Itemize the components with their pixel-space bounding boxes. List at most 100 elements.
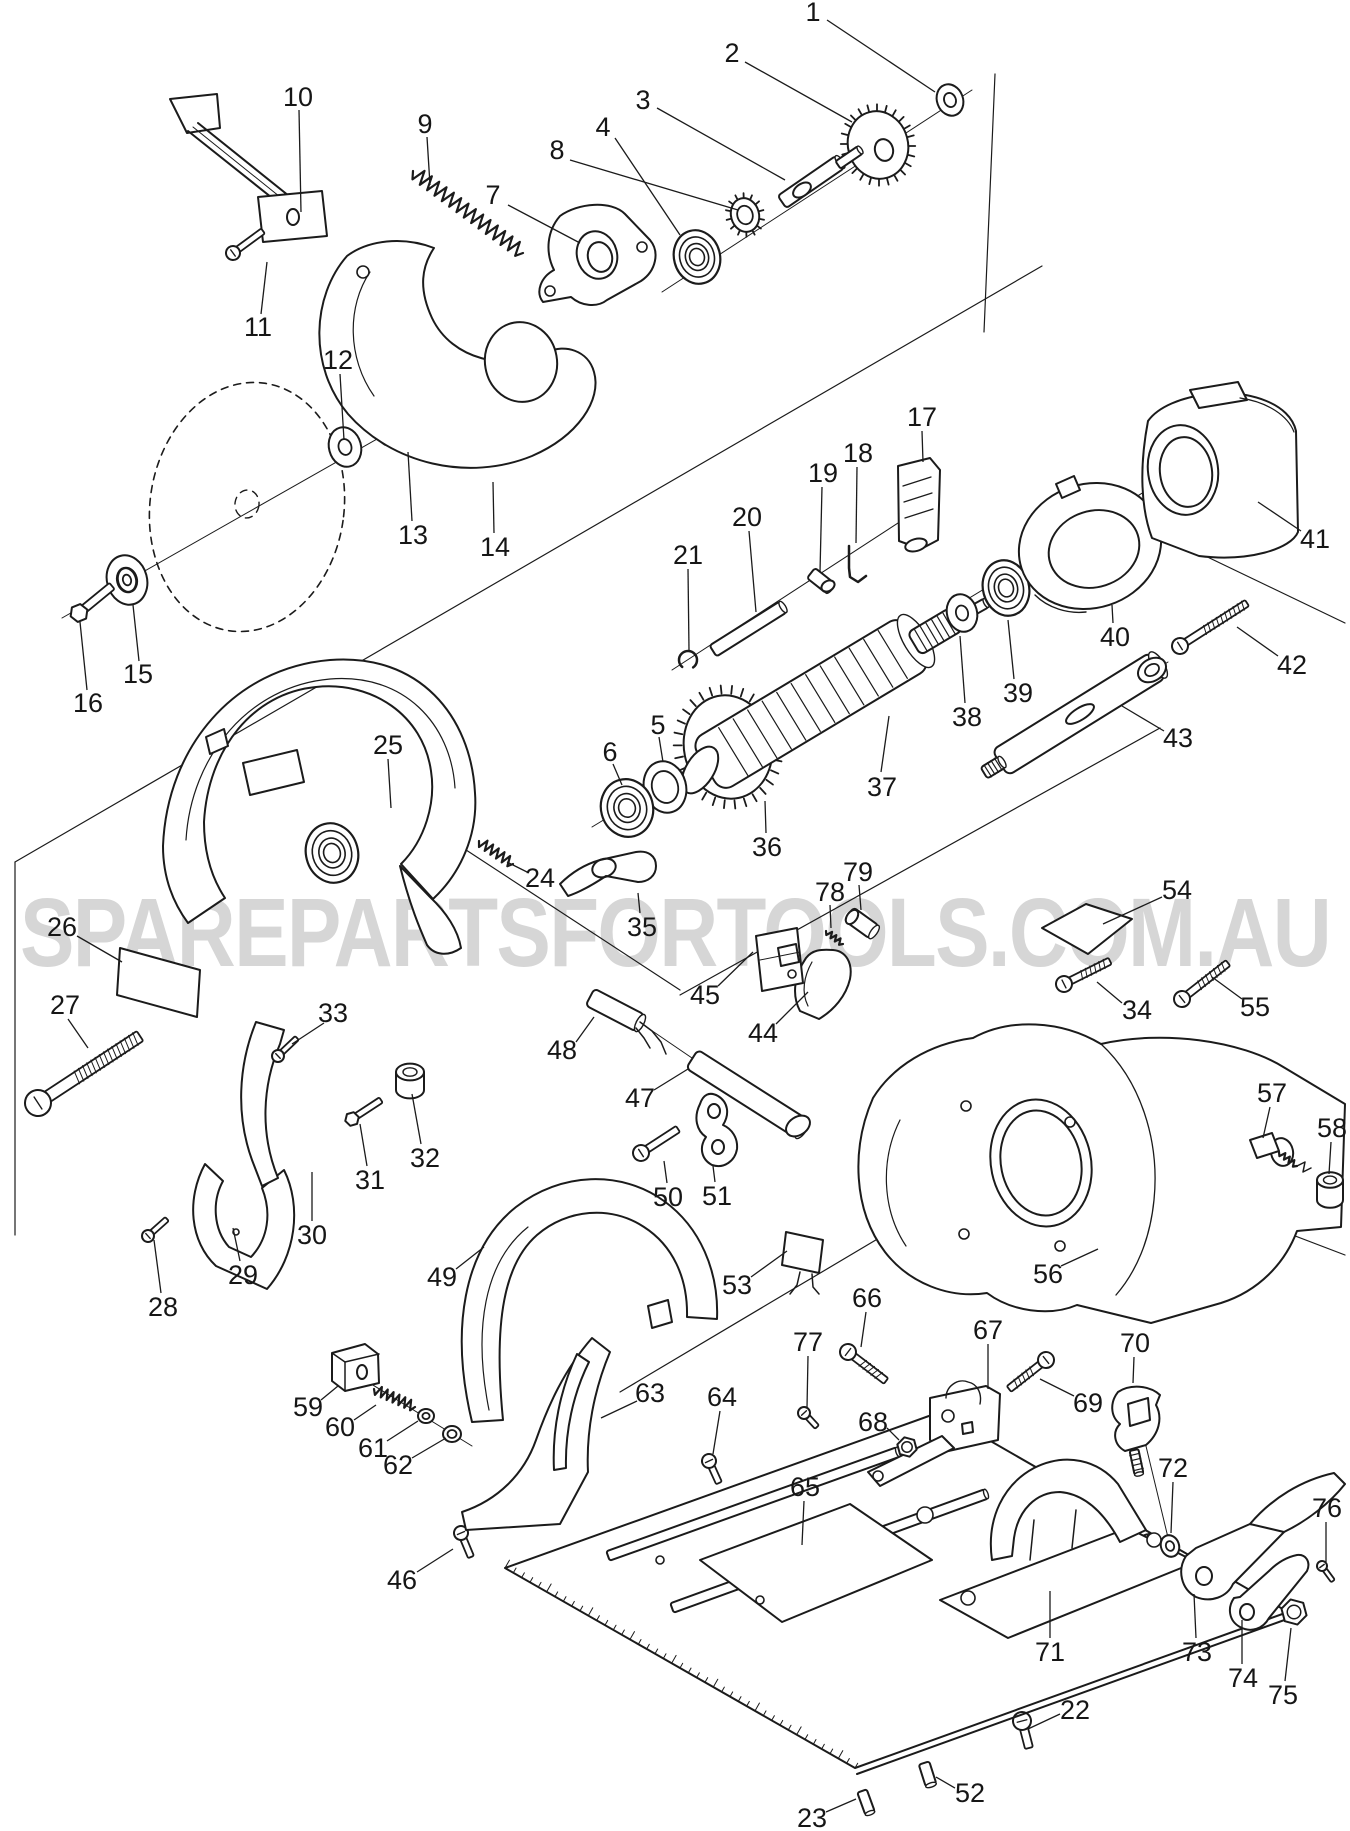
screw-34-slot	[1061, 979, 1067, 989]
base-plate-65-ruler-tick	[562, 1596, 567, 1602]
part-label-39: 39	[1003, 678, 1033, 708]
bearing-box-7-bore	[575, 230, 619, 280]
gear-2-hub	[873, 138, 895, 162]
part-label-29: 29	[228, 1260, 258, 1290]
gear-2-teeth-tooth	[876, 103, 878, 112]
base-plate-65-ruler-tick	[646, 1643, 650, 1650]
rip-fence-10-flag	[169, 93, 221, 134]
leader-line-58	[1328, 1141, 1332, 1175]
gear-36-teeth-tooth	[723, 799, 726, 810]
leader-line-63	[600, 1400, 638, 1419]
gear-36-teeth-tooth	[739, 687, 745, 698]
leader-line-16	[79, 621, 88, 691]
ring-8-knurl-tooth	[737, 230, 741, 236]
part-label-30: 30	[297, 1220, 327, 1250]
gear-36-teeth-tooth	[673, 731, 684, 736]
base-plate-65-ruler-tick	[737, 1696, 742, 1702]
motor-housing-56-boss4	[1054, 1240, 1066, 1252]
wing-knob-70-thread-line	[1130, 1457, 1142, 1462]
rear-grip-43-thread-lines-line	[986, 762, 996, 776]
safety-cover-14	[318, 240, 597, 469]
rear-grip-43-thread-end	[997, 755, 1007, 769]
bearing-box-7-ear	[544, 285, 556, 297]
bolt-27-thread	[119, 1040, 127, 1055]
wing-knob-70-face	[1127, 1397, 1151, 1427]
screw-66-slot	[844, 1347, 852, 1357]
part-label-60: 60	[325, 1412, 355, 1442]
part-label-79: 79	[843, 857, 873, 887]
base-plate-65-hole3	[755, 1595, 765, 1605]
screw-31	[344, 1097, 384, 1127]
part-label-49: 49	[427, 1262, 457, 1292]
part-label-57: 57	[1257, 1078, 1287, 1108]
leader-line-49	[455, 1246, 485, 1270]
brush-holder-17-rib3	[904, 508, 934, 519]
part-label-69: 69	[1073, 1388, 1103, 1418]
screw-42-thread	[1228, 608, 1233, 619]
capacitor-48	[586, 989, 647, 1033]
base-plate-65-ruler-tick	[779, 1719, 784, 1726]
leader-line-46	[416, 1548, 454, 1573]
leader-line-3	[656, 107, 786, 181]
lever-73-hole	[1195, 1566, 1213, 1586]
part-label-41: 41	[1300, 524, 1330, 554]
washer-38-inner	[954, 604, 970, 622]
leader-line-9	[426, 136, 431, 186]
rear-grip-43-thread	[980, 755, 1007, 779]
gear-36-teeth-tooth	[742, 797, 748, 808]
screw-11-slot	[230, 249, 236, 257]
pin-20-body	[709, 601, 787, 657]
leader-line-56	[1060, 1248, 1099, 1267]
base-plate-65-ruler-tick	[662, 1653, 667, 1659]
part-label-32: 32	[410, 1143, 440, 1173]
leader-line-29	[232, 1227, 241, 1262]
base-plate-65-ruler-tick	[604, 1619, 609, 1626]
part-label-6: 6	[602, 737, 617, 767]
screw-33-slot	[275, 1052, 281, 1060]
pin-20	[709, 600, 788, 657]
set-screw-77-slot	[800, 1410, 808, 1416]
switch-45-seam	[759, 951, 801, 961]
gear-2-teeth-tooth	[859, 173, 865, 181]
armature-37-laminations-line	[863, 638, 894, 688]
washer-61-inner	[421, 1411, 431, 1421]
screw-66-thread	[858, 1359, 868, 1367]
part-label-68: 68	[858, 1407, 888, 1437]
bolt-27-thread	[102, 1051, 110, 1066]
part-label-38: 38	[952, 702, 982, 732]
leader-line-68	[886, 1427, 900, 1441]
leader-line-23	[825, 1798, 857, 1813]
gear-36-teeth-tooth	[672, 744, 683, 747]
gear-36-teeth-tooth	[701, 791, 708, 801]
gear-2-teeth-tooth	[907, 154, 916, 158]
leader-line-60	[353, 1404, 377, 1421]
screw-42-shaft	[1181, 599, 1250, 647]
motor-housing-56	[857, 1023, 1346, 1324]
screw-66-thread	[866, 1365, 876, 1373]
ring-8-knurl-tooth	[749, 194, 753, 200]
screw-69-thread	[1029, 1366, 1034, 1377]
part-label-34: 34	[1122, 995, 1152, 1025]
part-label-25: 25	[373, 730, 403, 760]
bearing-4-ring	[688, 247, 706, 267]
rip-fence-10-hole	[286, 208, 300, 226]
bracket-67-notch	[945, 1380, 982, 1405]
safety-cover-14-pivot	[356, 265, 370, 279]
screw-42-thread	[1215, 616, 1220, 627]
base-plate-65-ruler-tick	[529, 1577, 534, 1583]
saw-blade-dashed	[148, 381, 346, 633]
ring-8-knurl-tooth	[725, 217, 732, 221]
pin-20-end	[778, 600, 788, 614]
armature-37-laminations-line	[790, 682, 821, 732]
base-plate-65-ruler-tick	[504, 1559, 510, 1569]
gear-36-teeth-tooth	[765, 778, 774, 786]
bearing-6-ring	[617, 797, 637, 819]
screw-69-thread	[1017, 1375, 1023, 1386]
washer-72-inner	[1164, 1540, 1176, 1552]
ring-8-knurl	[725, 192, 765, 238]
gear-36-teeth-tooth	[770, 769, 780, 775]
screw-34-thread	[1084, 967, 1088, 979]
leader-line-64	[712, 1410, 721, 1455]
blade-case-25-hub-ring	[322, 842, 342, 864]
leader-line-36	[764, 800, 767, 834]
